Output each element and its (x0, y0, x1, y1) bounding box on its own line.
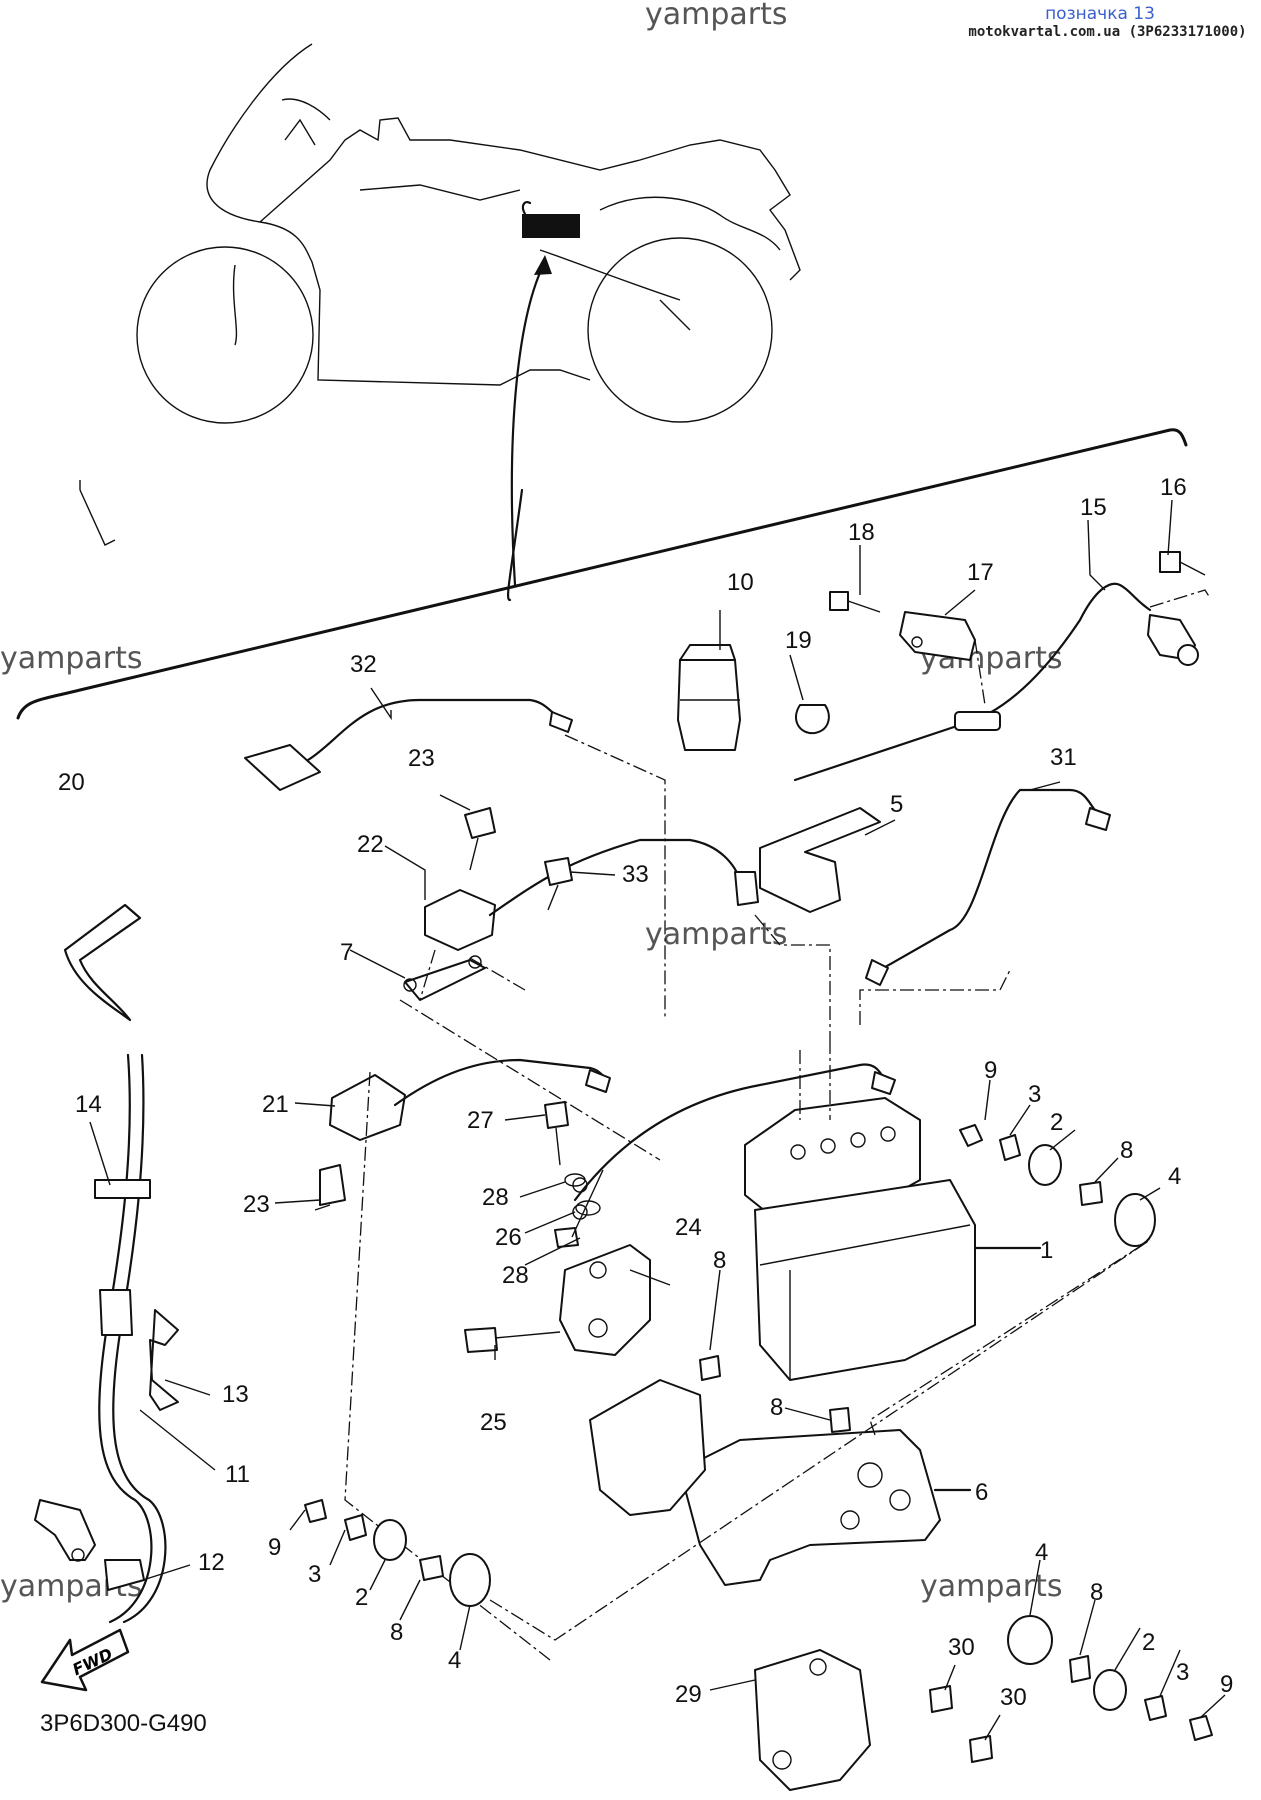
callout-18: 18 (848, 519, 875, 546)
catalog-code: 3P6D300-G490 (40, 1710, 207, 1737)
callout-22: 22 (357, 831, 384, 858)
callout-8: 8 (390, 1619, 403, 1646)
callout-3: 3 (1176, 1659, 1189, 1686)
valve-part-29 (754, 1649, 871, 1791)
callout-1: 1 (1040, 1237, 1053, 1264)
callout-23: 23 (408, 745, 435, 772)
callout-30: 30 (948, 1634, 975, 1661)
callout-9: 9 (268, 1534, 281, 1561)
front-sensor-harness (34, 1053, 179, 1624)
callout-16: 16 (1160, 474, 1187, 501)
brake-pipe-31 (573, 788, 1111, 1202)
callout-8: 8 (1090, 1579, 1103, 1606)
callout-24: 24 (675, 1214, 702, 1241)
callout-12: 12 (198, 1549, 225, 1576)
callout-4: 4 (1168, 1163, 1181, 1190)
block-bracket-group (399, 807, 759, 1161)
leader-lines (79, 480, 1226, 1741)
fasteners (304, 1124, 1213, 1763)
banjo-parts (544, 1101, 601, 1216)
site-label: motokvartal.com.ua (3P6233171000) (968, 24, 1247, 40)
watermark-left: yamparts (0, 641, 143, 676)
callout-9: 9 (984, 1057, 997, 1084)
watermark-top: yamparts (645, 0, 788, 32)
pad-part-5 (759, 807, 881, 913)
watermark-center: yamparts (645, 917, 788, 952)
bracket-part-6 (589, 1209, 1151, 1586)
relay-part-10 (677, 644, 741, 751)
callout-28: 28 (502, 1262, 529, 1289)
callout-4: 4 (448, 1647, 461, 1674)
callout-29: 29 (675, 1681, 702, 1708)
abs-unit-part-1 (744, 1040, 1042, 1381)
callout-14: 14 (75, 1091, 102, 1118)
callout-2: 2 (355, 1584, 368, 1611)
callout-3: 3 (308, 1561, 321, 1588)
callout-21: 21 (262, 1091, 289, 1118)
fwd-arrow-icon: FWD (40, 1628, 130, 1692)
watermark-bottom-right: yamparts (920, 1569, 1063, 1604)
callout-27: 27 (467, 1107, 494, 1134)
callout-3: 3 (1028, 1081, 1041, 1108)
callout-17: 17 (967, 559, 994, 586)
motorcycle-outline (136, 43, 801, 602)
callout-8: 8 (770, 1394, 783, 1421)
upper-right-parts (793, 551, 1211, 782)
callout-25: 25 (480, 1409, 507, 1436)
callout-20: 20 (58, 769, 85, 796)
tag-link[interactable]: позначка 13 (1045, 4, 1155, 24)
callout-30: 30 (1000, 1684, 1027, 1711)
lower-block-21 (314, 1058, 611, 1661)
callout-8: 8 (713, 1247, 726, 1274)
callout-9: 9 (1220, 1671, 1233, 1698)
callout-2: 2 (1142, 1629, 1155, 1656)
callout-32: 32 (350, 651, 377, 678)
callout-15: 15 (1080, 494, 1107, 521)
callout-26: 26 (495, 1224, 522, 1251)
callout-23: 23 (243, 1191, 270, 1218)
callout-28: 28 (482, 1184, 509, 1211)
callouts: 1 2 2 2 3 3 3 4 4 4 5 6 7 8 8 8 8 8 9 9 … (58, 474, 1233, 1711)
section-divider (16, 428, 1188, 720)
callout-7: 7 (340, 939, 353, 966)
callout-8: 8 (1120, 1137, 1133, 1164)
cable-tie-20 (63, 903, 142, 1022)
brake-pipe-32 (244, 698, 666, 1020)
callout-19: 19 (785, 627, 812, 654)
callout-2: 2 (1050, 1109, 1063, 1136)
callout-6: 6 (975, 1479, 988, 1506)
callout-10: 10 (727, 569, 754, 596)
callout-13: 13 (222, 1381, 249, 1408)
callout-33: 33 (622, 861, 649, 888)
callout-11: 11 (225, 1461, 250, 1488)
callout-5: 5 (890, 791, 903, 818)
callout-4: 4 (1035, 1539, 1048, 1566)
callout-31: 31 (1050, 744, 1077, 771)
